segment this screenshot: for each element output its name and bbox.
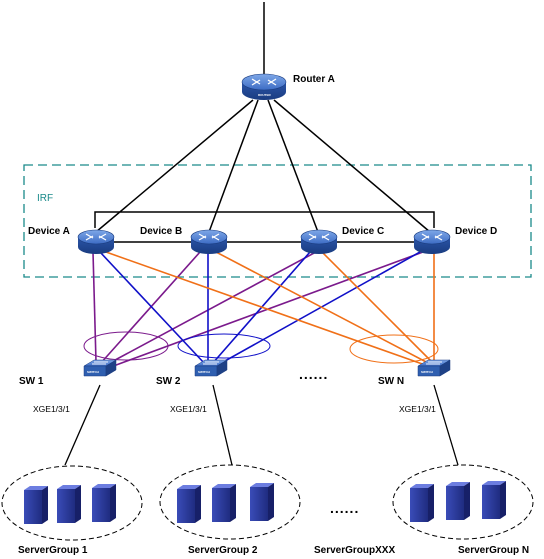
sw1-port: XGE1/3/1 [33, 404, 70, 414]
device-c-label: Device C [342, 226, 384, 237]
server-group-2-servers[interactable] [177, 483, 274, 523]
device-d-icon[interactable] [413, 229, 451, 254]
server-group-n-boundary [392, 464, 534, 540]
irf-interconnect [94, 211, 435, 243]
swn-label: SW N [378, 376, 404, 387]
router-uplinks [95, 99, 431, 233]
aggregation-ellipse-sw2 [177, 333, 271, 359]
sw2-port: XGE1/3/1 [170, 404, 207, 414]
server-group-xxx-label: ServerGroupXXX [314, 545, 395, 556]
server-group-1-boundary [1, 465, 143, 541]
server-group-1-label: ServerGroup 1 [18, 545, 88, 556]
swn-icon[interactable]: SWITCH [417, 359, 451, 377]
router-a-label: Router A [293, 74, 335, 85]
irf-label: IRF [37, 193, 53, 204]
irf-boundary [23, 164, 532, 278]
switch-ellipsis: ...... [299, 366, 328, 382]
server-group-1-servers[interactable] [24, 484, 116, 524]
aggregation-ellipse-swn [349, 334, 439, 364]
sw1-icon[interactable]: SWITCH [83, 359, 117, 377]
sw1-label: SW 1 [19, 376, 44, 387]
group-ellipsis: ...... [330, 500, 359, 516]
swn-port: XGE1/3/1 [399, 404, 436, 414]
device-d-label: Device D [455, 226, 497, 237]
access-links [64, 384, 459, 466]
sw1-badge: SWITCH [87, 370, 99, 374]
sw2-badge: SWITCH [198, 370, 210, 374]
sw2-label: SW 2 [156, 376, 181, 387]
device-a-label: Device A [28, 226, 70, 237]
orange-links [105, 251, 435, 367]
server-group-n-servers[interactable] [410, 481, 506, 522]
router-a-icon[interactable]: ROUTER [241, 73, 287, 100]
server-group-n-label: ServerGroup N [458, 545, 529, 556]
server-group-2-label: ServerGroup 2 [188, 545, 258, 556]
swn-badge: SWITCH [421, 370, 433, 374]
blue-links [99, 251, 421, 367]
device-a-icon[interactable] [77, 229, 115, 254]
purple-links [92, 251, 424, 369]
device-c-icon[interactable] [300, 229, 338, 254]
device-b-label: Device B [140, 226, 182, 237]
device-b-icon[interactable] [190, 229, 228, 254]
sw2-icon[interactable]: SWITCH [194, 359, 228, 377]
router-badge: ROUTER [258, 93, 272, 97]
server-group-2-boundary [159, 464, 301, 540]
aggregation-ellipse-sw1 [83, 331, 169, 361]
